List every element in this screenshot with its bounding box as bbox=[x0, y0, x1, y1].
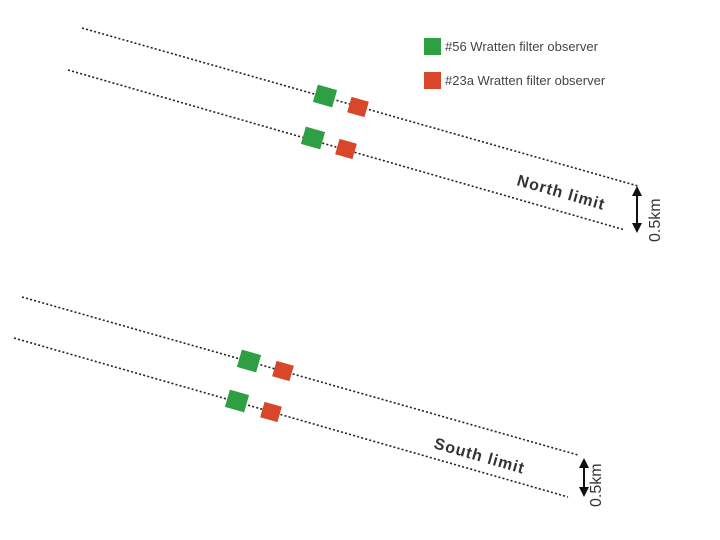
south-green-observer-1 bbox=[236, 349, 262, 373]
legend-swatch-green bbox=[424, 38, 441, 55]
legend-swatch-red bbox=[424, 72, 441, 89]
legend-item-green: #56 Wratten filter observer bbox=[424, 38, 598, 55]
north-green-observer-2 bbox=[300, 126, 326, 150]
north-limit-label: North limit bbox=[515, 173, 607, 214]
south-green-observer-2 bbox=[224, 389, 250, 413]
legend-item-red: #23a Wratten filter observer bbox=[424, 72, 605, 89]
south-scale-bar bbox=[579, 458, 589, 497]
north-red-observer-2 bbox=[335, 138, 357, 160]
south-red-observer-2 bbox=[260, 401, 282, 423]
north-scale-bar bbox=[632, 186, 642, 233]
north-green-observer-1 bbox=[312, 84, 338, 108]
south-red-observer-1 bbox=[272, 360, 294, 382]
north-red-observer-1 bbox=[347, 96, 369, 118]
legend-label-green: #56 Wratten filter observer bbox=[445, 39, 598, 54]
south-scale-label: 0.5km bbox=[588, 463, 605, 507]
south-limit-line-lower bbox=[13, 337, 569, 498]
north-scale-label: 0.5km bbox=[647, 198, 664, 242]
legend-label-red: #23a Wratten filter observer bbox=[445, 73, 606, 88]
south-limit-line-upper bbox=[21, 296, 579, 456]
